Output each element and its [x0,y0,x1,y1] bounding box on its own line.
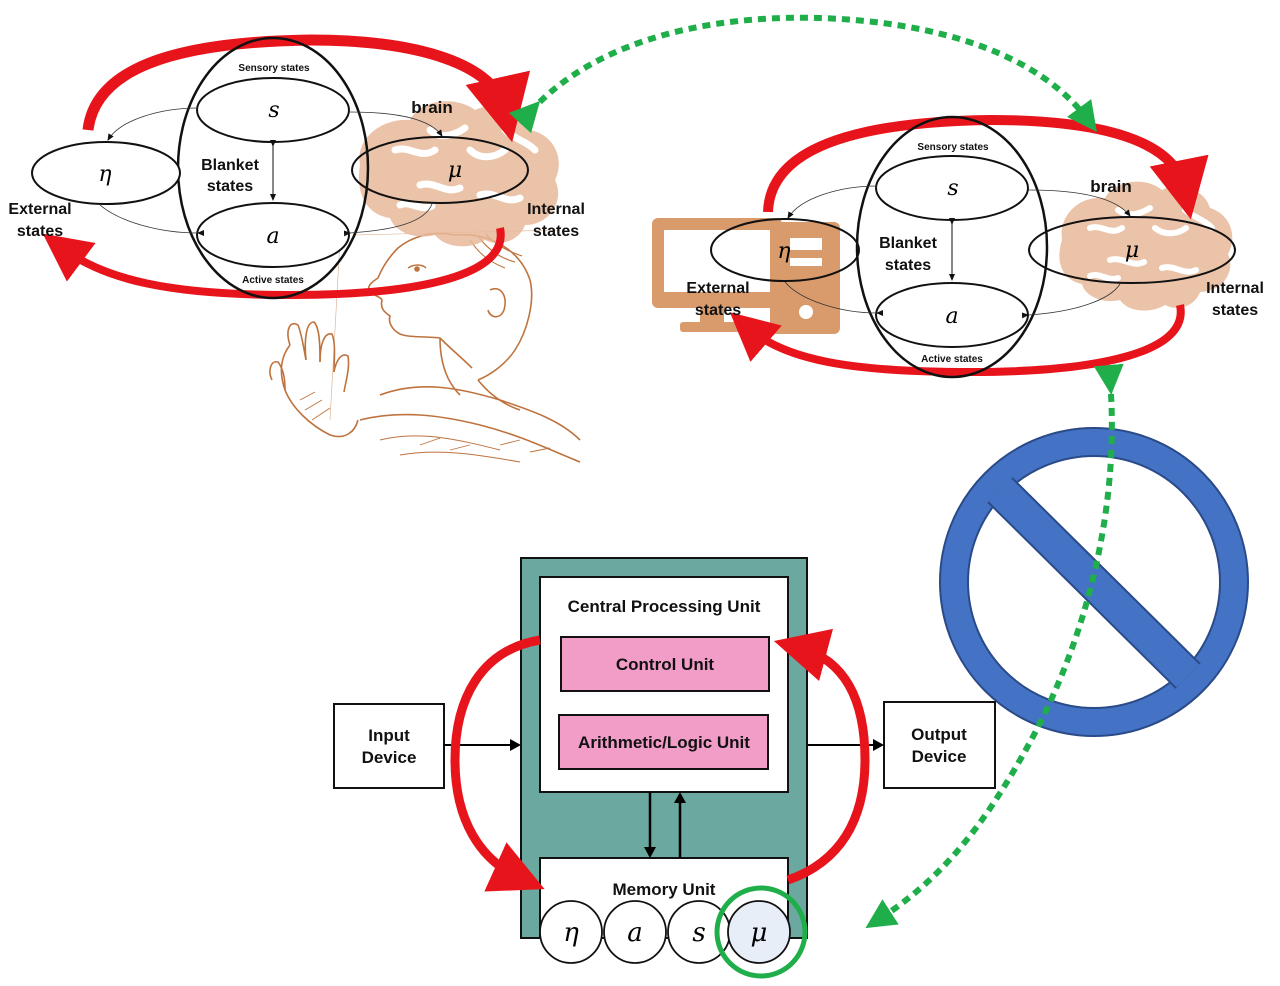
memory-slot-mu [727,900,791,964]
brain-label: brain [1090,177,1132,196]
red-loop-arrow-left [450,635,545,892]
external-states-label-l2: states [695,302,741,319]
symbol-eta: η [777,239,790,264]
memory-slot-s-label: s [692,918,705,948]
red-loop-arrow-top [82,34,530,143]
symbol-s: s [268,98,279,123]
internal-ellipse [351,136,529,204]
memory-slot-eta [539,900,603,964]
symbol-mu: μ [1125,238,1139,263]
active-states-label: Active states [242,275,304,286]
green-dotted-arrow-top [508,14,1097,134]
external-states-label-l2: states [17,223,63,240]
alu-label: Arithmetic/Logic Unit [578,733,750,752]
internal-states-label-l2: states [1212,302,1258,319]
memory-slot-a-label: a [627,918,643,948]
external-ellipse [710,218,860,282]
symbol-s: s [947,176,958,201]
computer-icon [652,218,840,334]
external-states-label-l1: External [8,201,71,218]
internal-states-label-l1: Internal [1206,280,1264,297]
symbol-mu: μ [448,158,462,183]
symbol-a: a [266,224,279,249]
red-loop-arrow-right [773,628,870,885]
blanket-states-label-l1: Blanket [201,157,259,174]
memory-slot-mu-highlight [714,885,808,979]
blanket-states-label-l2: states [885,257,931,274]
green-dotted-arrow-right [865,363,1124,929]
internal-ellipse [1028,216,1236,284]
internal-states-label-l2: states [533,223,579,240]
symbol-a: a [945,304,958,329]
input-device-label-l1: Input [368,726,410,745]
output-device-label-l2: Device [912,747,967,766]
person-sketch [269,229,581,463]
alu-box [558,714,769,770]
control-unit-box [560,636,770,692]
sensory-states-label: Sensory states [238,63,310,74]
external-ellipse [31,141,181,205]
brain-label: brain [411,98,453,117]
memory-unit-label: Memory Unit [613,880,716,899]
computer-architecture-diagram: Central Processing Unit Control Unit Ari… [333,557,996,979]
active-states-label: Active states [921,354,983,365]
output-device-box [883,701,996,789]
output-device-label-l1: Output [911,725,967,744]
memory-slot-a [603,900,667,964]
input-device-box [333,703,445,789]
markov-blanket-diagram-1: Sensory states Active states brain Blank… [8,34,585,300]
memory-slot-mu-label: μ [751,918,768,948]
input-device-label-l2: Device [362,748,417,767]
blanket-states-label-l2: states [207,178,253,195]
memory-slot-eta-label: η [563,918,579,948]
cpu-title: Central Processing Unit [568,597,761,616]
external-states-label-l1: External [686,280,749,297]
symbol-eta: η [98,162,111,187]
internal-states-label-l1: Internal [527,201,585,218]
control-unit-label: Control Unit [616,655,715,674]
sensory-states-label: Sensory states [917,142,989,153]
blanket-states-label-l1: Blanket [879,235,937,252]
